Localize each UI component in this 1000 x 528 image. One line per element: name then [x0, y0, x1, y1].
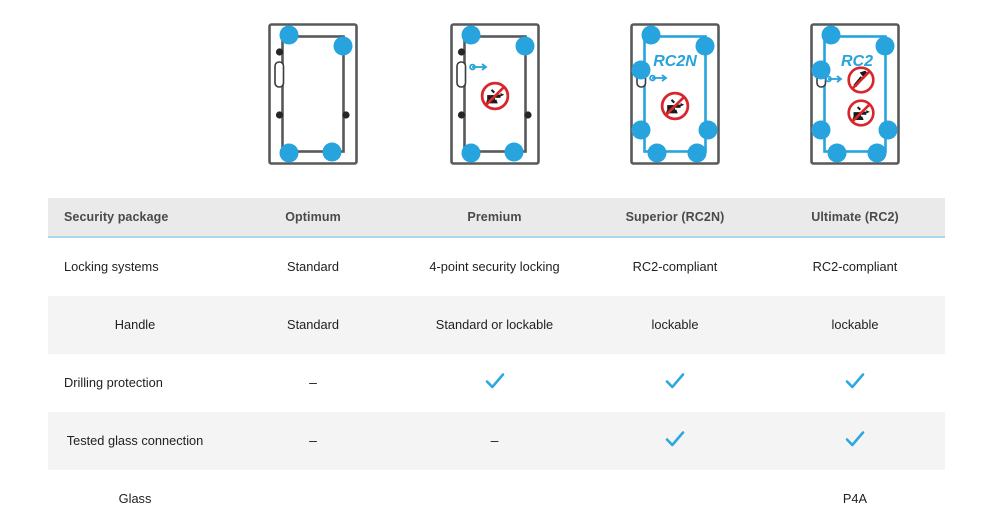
table-row: Glass P4A: [48, 470, 945, 528]
row-label-glass: Glass: [48, 470, 222, 528]
superior-door: RC2N: [619, 20, 731, 168]
cell-locking-superior: RC2-compliant: [585, 237, 765, 296]
lock-dot: [461, 143, 480, 163]
cell-drilling-ultimate: [765, 354, 945, 412]
column-header-superior: Superior (RC2N): [585, 198, 765, 238]
check-icon: [664, 370, 686, 392]
dash-mark: –: [490, 432, 499, 449]
lock-dot: [867, 143, 887, 163]
cell-locking-ultimate: RC2-compliant: [765, 237, 945, 296]
lock-dot: [687, 143, 707, 163]
cell-glass-premium: [404, 470, 585, 528]
cell-glass-ultimate: P4A: [765, 470, 945, 528]
key-arrow-icon: [468, 63, 487, 71]
lock-dot: [504, 142, 523, 162]
diagram-premium: [404, 20, 585, 190]
row-label-tested-glass-connection: Tested glass connection: [48, 412, 222, 470]
cell-drilling-superior: [585, 354, 765, 412]
table-row: Locking systems Standard 4-point securit…: [48, 237, 945, 296]
lock-dot: [695, 36, 715, 56]
no-hammer-icon: [847, 66, 875, 94]
row-label-locking-systems: Locking systems: [48, 237, 222, 296]
lock-dot: [279, 25, 299, 45]
cell-handle-premium: Standard or lockable: [404, 296, 585, 354]
table-row: Tested glass connection – –: [48, 412, 945, 470]
lock-dot: [322, 142, 342, 162]
door-badge-label: RC2: [841, 53, 873, 70]
check-icon: [664, 428, 686, 450]
column-header-optimum: Optimum: [222, 198, 404, 238]
check-icon: [484, 370, 506, 392]
lock-dot: [647, 143, 667, 163]
cell-glassconn-optimum: –: [222, 412, 404, 470]
cell-locking-premium: 4-point security locking: [404, 237, 585, 296]
no-drill-icon: [480, 81, 509, 111]
table-row: Drilling protection –: [48, 354, 945, 412]
security-package-comparison: RC2N: [48, 20, 945, 506]
ultimate-door: RC2: [799, 20, 911, 168]
cell-glassconn-superior: [585, 412, 765, 470]
door-diagram-strip: RC2N: [48, 20, 945, 190]
cell-glass-optimum: [222, 470, 404, 528]
no-drill-icon: [847, 99, 875, 127]
lock-dot: [827, 143, 847, 163]
diagram-superior: RC2N: [585, 20, 765, 190]
column-header-premium: Premium: [404, 198, 585, 238]
premium-door: [439, 20, 551, 168]
check-icon: [844, 370, 866, 392]
column-header-ultimate: Ultimate (RC2): [765, 198, 945, 238]
dash-mark: –: [309, 432, 317, 449]
row-label-handle: Handle: [48, 296, 222, 354]
cell-handle-superior: lockable: [585, 296, 765, 354]
cell-handle-ultimate: lockable: [765, 296, 945, 354]
cell-handle-optimum: Standard: [222, 296, 404, 354]
column-header-security-package: Security package: [48, 198, 222, 238]
dash-mark: –: [309, 374, 317, 391]
key-arrow-icon: [649, 74, 668, 82]
diagram-spacer: [48, 20, 222, 190]
security-comparison-table: Security package Optimum Premium Superio…: [48, 198, 945, 528]
cell-glassconn-premium: –: [404, 412, 585, 470]
diagram-ultimate: RC2: [765, 20, 945, 190]
cell-glass-superior: [585, 470, 765, 528]
check-icon: [844, 428, 866, 450]
lock-dot: [279, 143, 299, 163]
table-row: Handle Standard Standard or lockable loc…: [48, 296, 945, 354]
lock-dot: [811, 120, 831, 140]
door-badge-label: RC2N: [653, 53, 697, 70]
lock-dot: [631, 60, 651, 80]
key-arrow-icon: [825, 75, 843, 83]
lock-dot: [875, 36, 895, 56]
lock-dot: [821, 25, 841, 45]
cell-locking-optimum: Standard: [222, 237, 404, 296]
lock-dot: [461, 25, 480, 45]
table-body: Locking systems Standard 4-point securit…: [48, 237, 945, 528]
optimum-door: [257, 20, 369, 168]
lock-dot: [811, 60, 831, 80]
lock-dot: [641, 25, 661, 45]
table-header-row: Security package Optimum Premium Superio…: [48, 198, 945, 238]
lock-dot: [515, 36, 534, 56]
cell-glassconn-ultimate: [765, 412, 945, 470]
no-drill-icon: [660, 91, 690, 121]
cell-drilling-optimum: –: [222, 354, 404, 412]
lock-dot: [333, 36, 353, 56]
row-label-drilling-protection: Drilling protection: [48, 354, 222, 412]
lock-dot: [698, 120, 718, 140]
diagram-optimum: [222, 20, 404, 190]
lock-dot: [631, 120, 651, 140]
lock-dot: [878, 120, 898, 140]
cell-drilling-premium: [404, 354, 585, 412]
